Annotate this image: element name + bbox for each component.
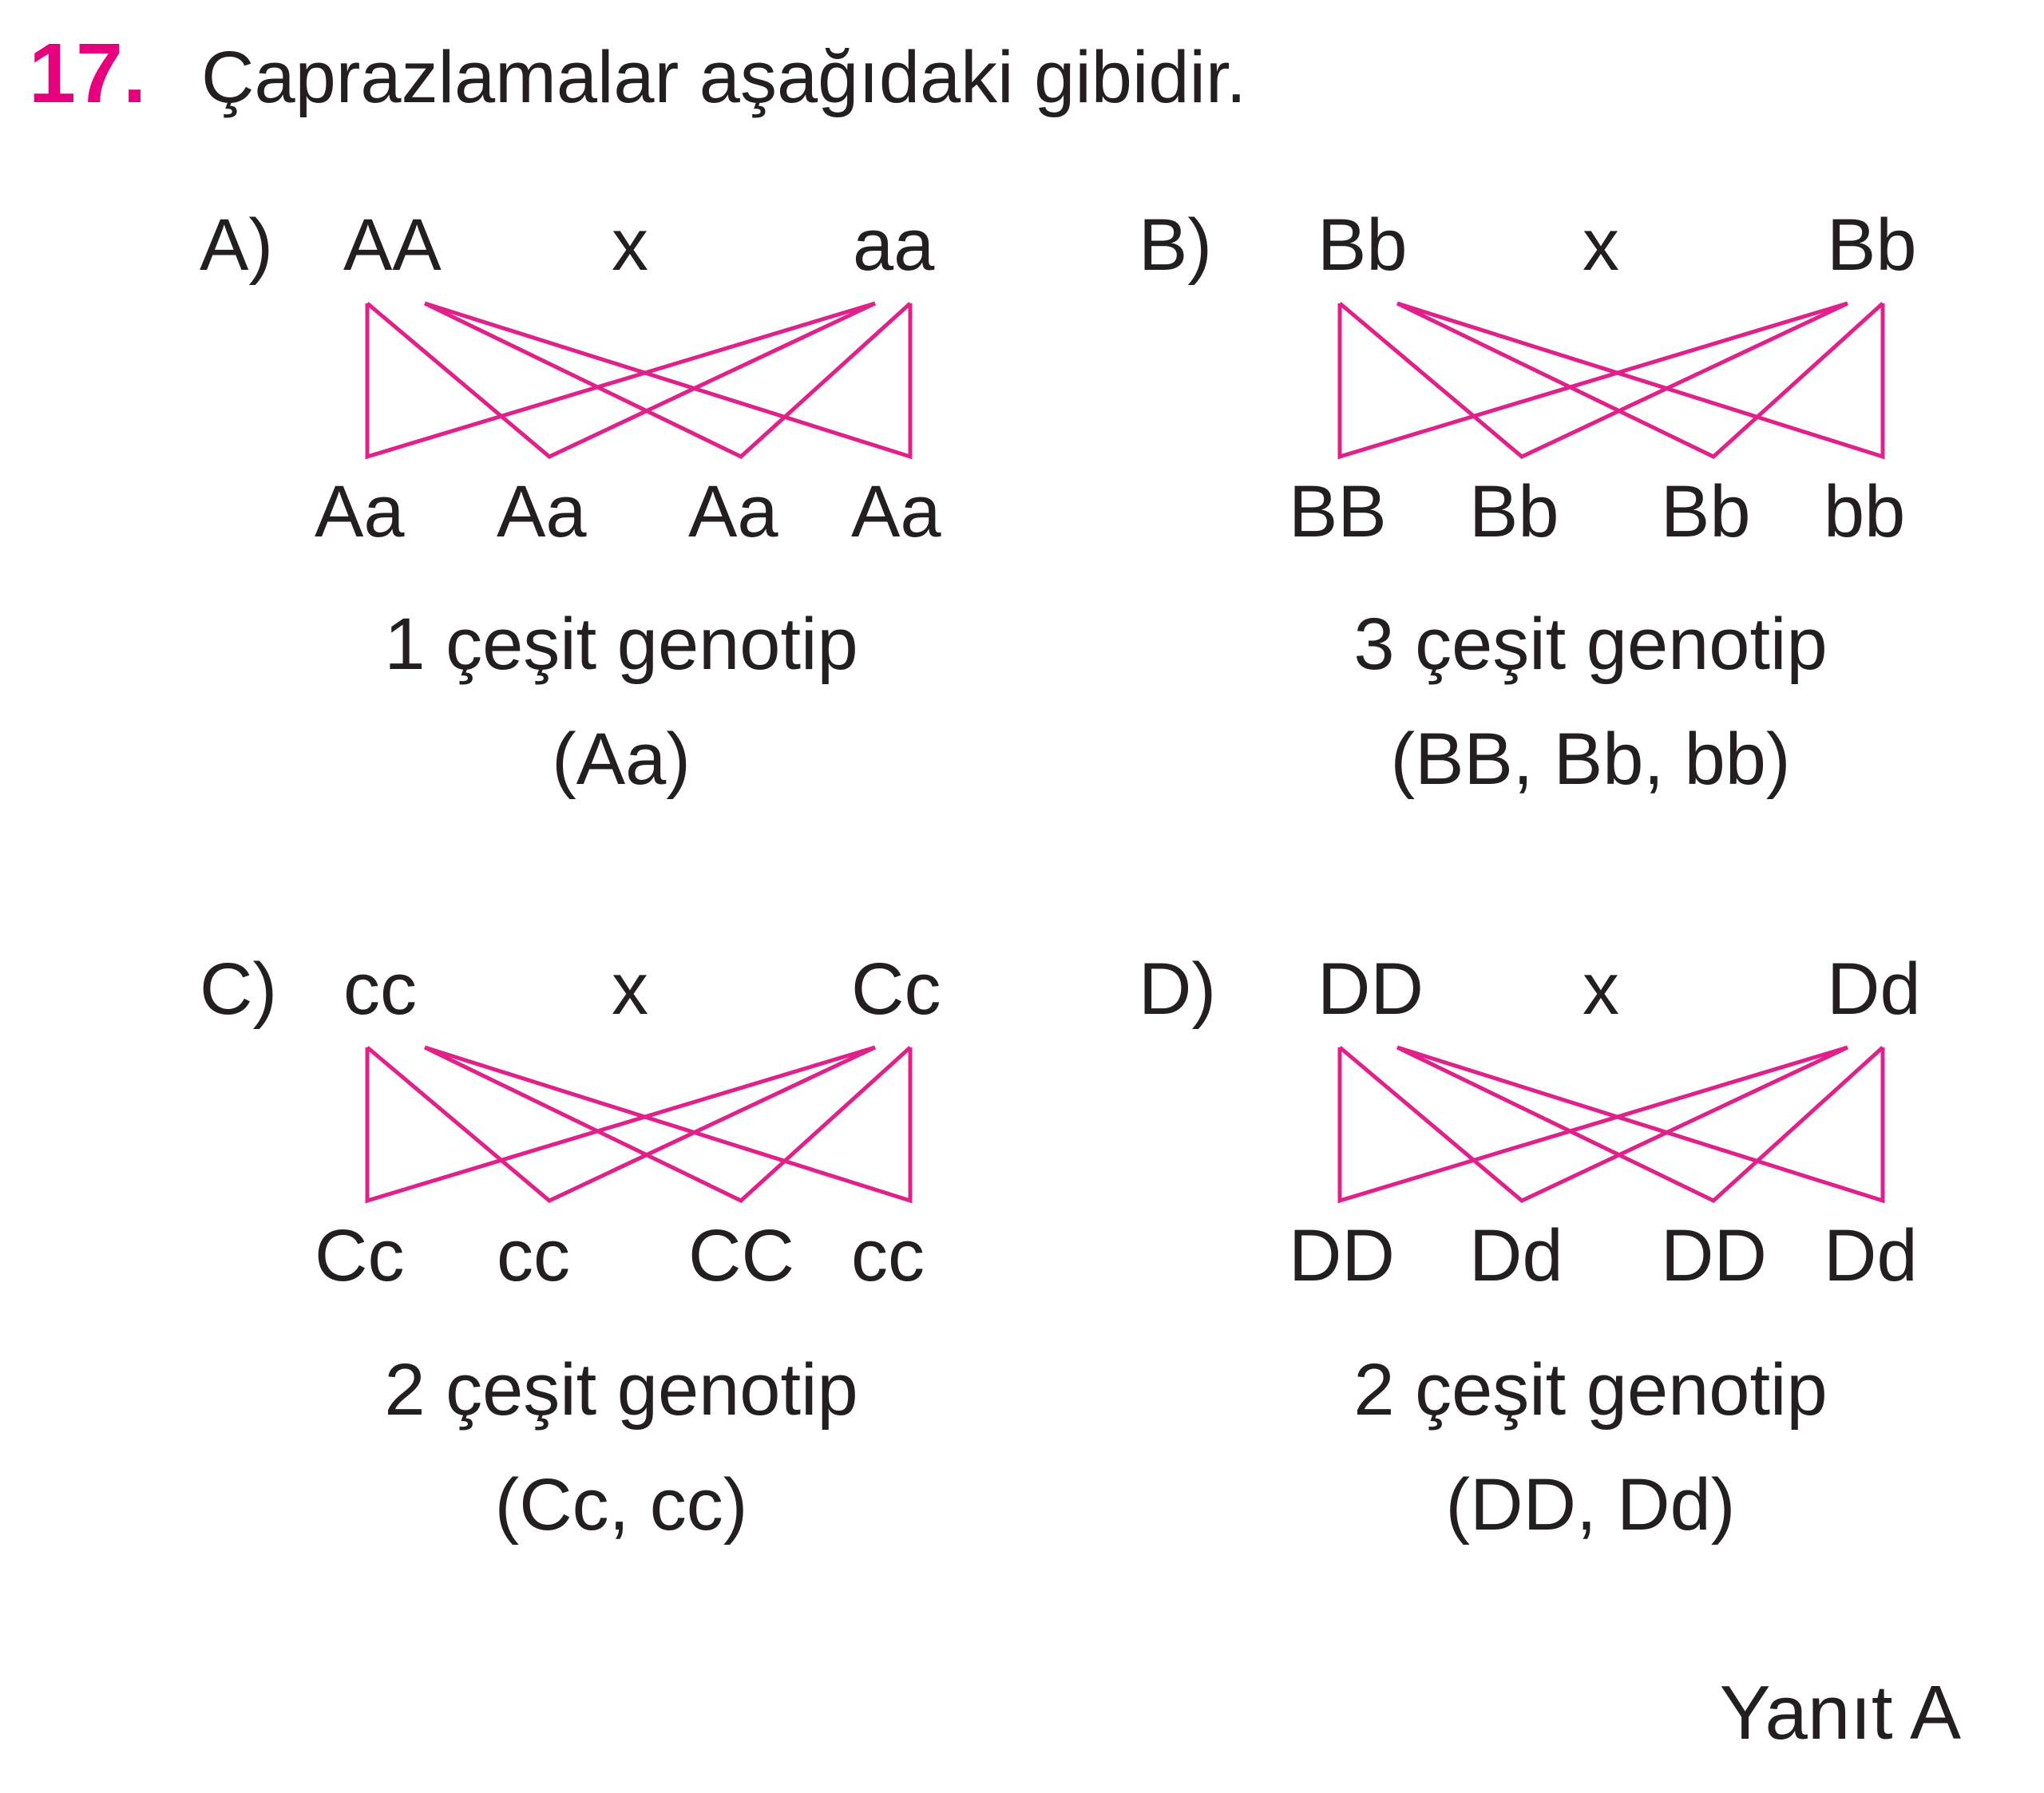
cross-label: C): [200, 948, 277, 1030]
cross-lines: [1337, 1045, 1885, 1204]
line-p1-o1: [365, 301, 876, 460]
summary: 2 çeşit genotip: [1353, 1349, 1827, 1431]
summary: 3 çeşit genotip: [1353, 604, 1827, 685]
genotype-list: (Cc, cc): [495, 1464, 748, 1546]
offspring-3: CC: [688, 1215, 794, 1296]
offspring-2: Dd: [1469, 1215, 1563, 1296]
cross-symbol: x: [1583, 948, 1619, 1030]
genotype-list: (DD, Dd): [1446, 1464, 1736, 1546]
summary: 1 çeşit genotip: [384, 604, 858, 685]
offspring-1: Aa: [315, 471, 405, 552]
answer-text: Yanıt A: [1720, 1670, 1961, 1755]
cross-symbol: x: [612, 948, 648, 1030]
offspring-4: Dd: [1824, 1215, 1918, 1296]
cross-label: A): [200, 204, 273, 286]
question-number: 17.: [29, 26, 146, 121]
cross-lines: [365, 301, 913, 460]
cross-c: C) cc x Cc Cc cc CC cc 2 çeşit genotip (…: [200, 948, 941, 1546]
offspring-3: DD: [1661, 1215, 1767, 1296]
parent-2: aa: [853, 204, 935, 286]
line-o4: [1396, 1045, 1885, 1204]
parent-2: Dd: [1827, 948, 1921, 1030]
line-o3: [1396, 301, 1884, 459]
line-o4: [424, 301, 913, 460]
offspring-1: Cc: [315, 1215, 404, 1296]
cross-label: B): [1139, 204, 1212, 286]
cross-lines: [1337, 301, 1885, 460]
line-p1-o1: [365, 1045, 876, 1204]
genotype-list: (BB, Bb, bb): [1390, 718, 1790, 800]
parent-2: Bb: [1827, 204, 1917, 286]
parent-1: Bb: [1317, 204, 1408, 286]
line-o4: [424, 1045, 913, 1204]
cross-b: B) Bb x Bb BB Bb Bb bb 3 çeşit genotip (…: [1139, 204, 1917, 800]
question-text: Çaprazlamalar aşağıdaki gibidir.: [201, 37, 1246, 118]
parent-1: DD: [1317, 948, 1424, 1030]
offspring-2: Aa: [497, 471, 587, 552]
cross-d: D) DD x Dd DD Dd DD Dd 2 çeşit genotip (…: [1139, 948, 1921, 1546]
cross-lines: [365, 1045, 913, 1204]
parent-1: cc: [343, 948, 417, 1030]
cross-symbol: x: [612, 204, 648, 286]
line-p1-o2: [366, 1045, 877, 1203]
line-o4: [1396, 301, 1885, 460]
line-o3: [423, 301, 912, 459]
genotype-list: (Aa): [552, 718, 691, 800]
summary: 2 çeşit genotip: [384, 1349, 858, 1431]
line-p1-o2: [366, 301, 877, 459]
line-p1-o1: [1337, 1045, 1848, 1204]
offspring-1: DD: [1289, 1215, 1395, 1296]
offspring-4: cc: [851, 1215, 925, 1296]
offspring-3: Aa: [688, 471, 778, 552]
offspring-4: Aa: [851, 471, 941, 552]
cross-a: A) AA x aa Aa Aa Aa Aa 1 çeşit genotip (…: [200, 204, 941, 800]
line-p1-o1: [1337, 301, 1848, 460]
cross-symbol: x: [1583, 204, 1619, 286]
offspring-2: cc: [497, 1215, 570, 1296]
parent-2: Cc: [851, 948, 941, 1030]
line-o3: [1396, 1045, 1884, 1203]
cross-label: D): [1139, 948, 1216, 1030]
parent-1: AA: [343, 204, 442, 286]
offspring-2: Bb: [1469, 471, 1559, 552]
line-p1-o2: [1338, 1045, 1849, 1203]
line-o3: [423, 1045, 912, 1203]
offspring-4: bb: [1824, 471, 1905, 552]
offspring-3: Bb: [1661, 471, 1751, 552]
line-p1-o2: [1338, 301, 1849, 459]
offspring-1: BB: [1289, 471, 1387, 552]
